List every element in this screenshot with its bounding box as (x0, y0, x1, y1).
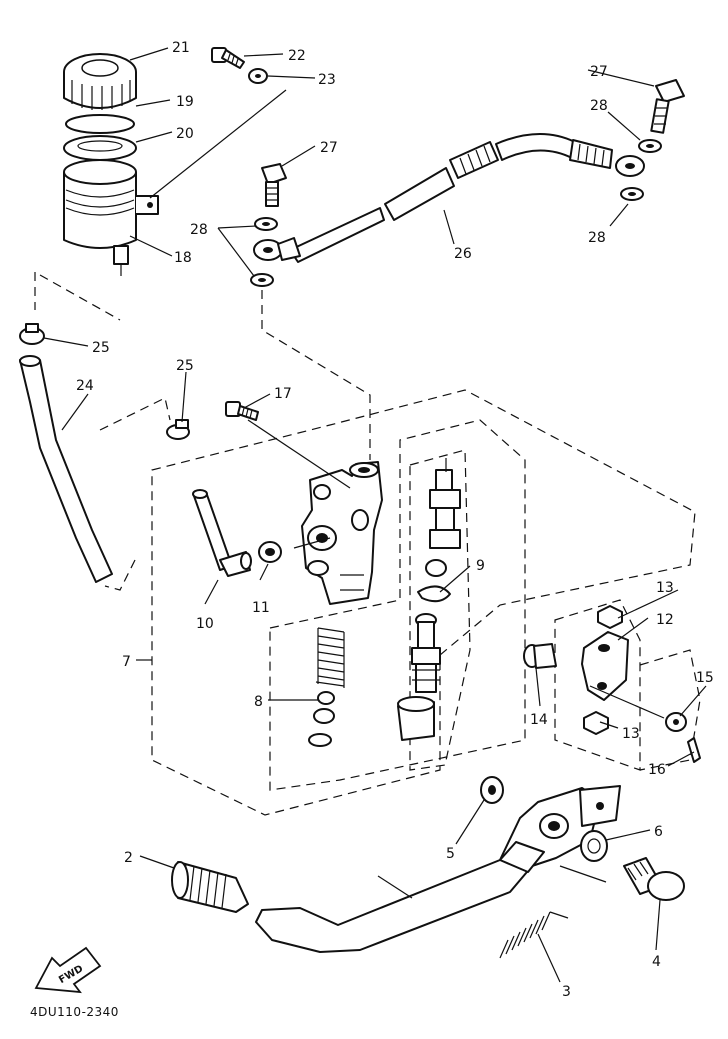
label-21: 21 (172, 40, 190, 56)
fwd-arrow: FWD (34, 946, 102, 994)
label-27-left: 27 (320, 140, 338, 156)
reservoir-hose-24 (19, 355, 113, 583)
piston-kit-outline (409, 449, 471, 771)
pin-14 (523, 643, 557, 669)
label-25-upper: 25 (92, 340, 110, 356)
pivot-bolt-4 (623, 857, 685, 901)
label-19: 19 (176, 94, 194, 110)
washer-28-c (638, 139, 662, 153)
label-22: 22 (288, 48, 306, 64)
clip-25-upper (19, 323, 45, 345)
washer-28-a (254, 217, 278, 231)
label-25-lower: 25 (176, 358, 194, 374)
hose-joint-10 (192, 489, 252, 577)
return-spring-3 (499, 911, 569, 959)
spring-8 (315, 627, 345, 688)
label-10: 10 (196, 616, 214, 632)
nut-13-lower (583, 711, 609, 735)
piston-rod-assembly (411, 613, 441, 693)
washer-28-d (620, 187, 644, 201)
union-bolt-27-left (261, 163, 287, 207)
washer-28-b (250, 273, 274, 287)
master-dash-line (261, 290, 371, 460)
master-cylinder-body (301, 461, 383, 605)
leader-lines (43, 47, 707, 983)
footrest-rubber-2 (171, 861, 249, 913)
clevis-12 (581, 631, 629, 701)
label-13-lower: 13 (622, 726, 640, 742)
label-26: 26 (454, 246, 472, 262)
label-15: 15 (696, 670, 714, 686)
assembly-8-outline (269, 419, 526, 791)
assembly-7-outline (151, 389, 696, 816)
dust-seal-9 (417, 559, 451, 603)
label-3: 3 (562, 984, 571, 1000)
push-rod-assembly (429, 458, 461, 549)
diaphragm-20 (63, 135, 137, 161)
brake-hose-26 (253, 133, 645, 263)
label-2: 2 (124, 850, 133, 866)
label-5: 5 (446, 846, 455, 862)
label-6: 6 (654, 824, 663, 840)
clip-25-lower (166, 419, 190, 440)
label-24: 24 (76, 378, 94, 394)
clevis-group-outline (554, 599, 641, 771)
label-11: 11 (252, 600, 270, 616)
figure-code: 4DU110-2340 (30, 1005, 119, 1019)
hose-group-outline (99, 397, 171, 591)
label-9: 9 (476, 558, 485, 574)
label-28-left: 28 (190, 222, 208, 238)
label-27-right: 27 (590, 64, 608, 80)
label-28-right-bottom: 28 (588, 230, 606, 246)
part-labels: 21 19 20 18 22 23 27 28 26 27 28 28 25 2… (76, 40, 714, 1000)
washer-15 (665, 712, 687, 732)
screw-22 (211, 47, 245, 69)
diaphragm-plate-19 (65, 114, 135, 134)
reservoir-tank-18 (63, 159, 159, 276)
label-18: 18 (174, 250, 192, 266)
label-7: 7 (122, 654, 131, 670)
label-12: 12 (656, 612, 674, 628)
reservoir-dash-line (34, 272, 121, 321)
cotter-pin-16 (687, 737, 701, 763)
union-bolt-27-right (650, 79, 685, 134)
label-20: 20 (176, 126, 194, 142)
washer-5 (480, 776, 504, 804)
nut-13-upper (597, 605, 623, 629)
label-13-upper: 13 (656, 580, 674, 596)
label-14: 14 (530, 712, 548, 728)
o-ring-11 (258, 541, 282, 563)
label-4: 4 (652, 954, 661, 970)
label-16: 16 (648, 762, 666, 778)
label-8: 8 (254, 694, 263, 710)
washer-23 (248, 68, 268, 84)
reservoir-cap-21 (63, 53, 137, 110)
label-28-right-top: 28 (590, 98, 608, 114)
brake-pedal (255, 785, 621, 953)
spring-seat-8 (308, 691, 335, 747)
label-17: 17 (274, 386, 292, 402)
screw-17 (225, 401, 259, 421)
label-23: 23 (318, 72, 336, 88)
washer-6 (580, 830, 608, 862)
boot-8 (397, 696, 435, 741)
